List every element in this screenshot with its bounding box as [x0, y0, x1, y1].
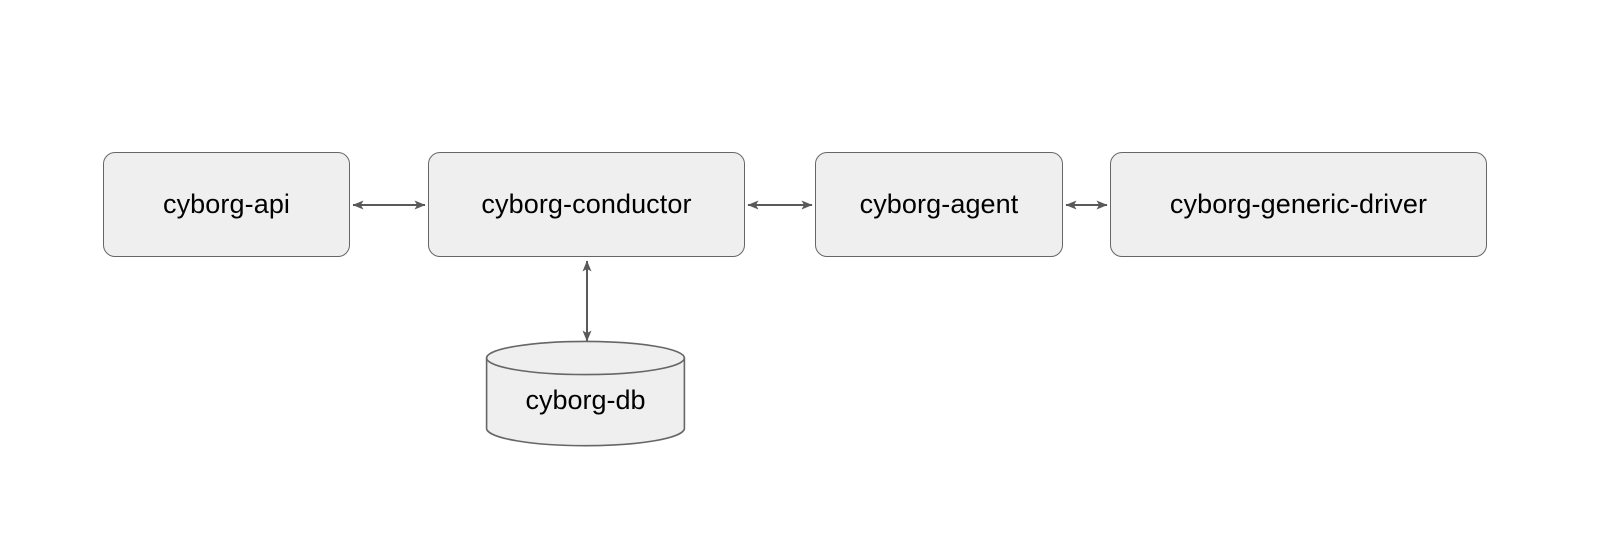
node-cyborg-agent[interactable]: cyborg-agent — [815, 152, 1063, 257]
node-cyborg-db[interactable]: cyborg-db — [485, 340, 686, 447]
node-label-cyborg-conductor: cyborg-conductor — [481, 189, 692, 219]
node-cyborg-generic-driver[interactable]: cyborg-generic-driver — [1110, 152, 1487, 257]
node-cyborg-conductor[interactable]: cyborg-conductor — [428, 152, 745, 257]
node-label-cyborg-generic-driver: cyborg-generic-driver — [1169, 189, 1428, 219]
node-cyborg-api[interactable]: cyborg-api — [103, 152, 350, 257]
node-label-cyborg-agent: cyborg-agent — [859, 189, 1019, 219]
database-cylinder-icon — [485, 340, 686, 447]
node-label-cyborg-api: cyborg-api — [162, 189, 291, 219]
